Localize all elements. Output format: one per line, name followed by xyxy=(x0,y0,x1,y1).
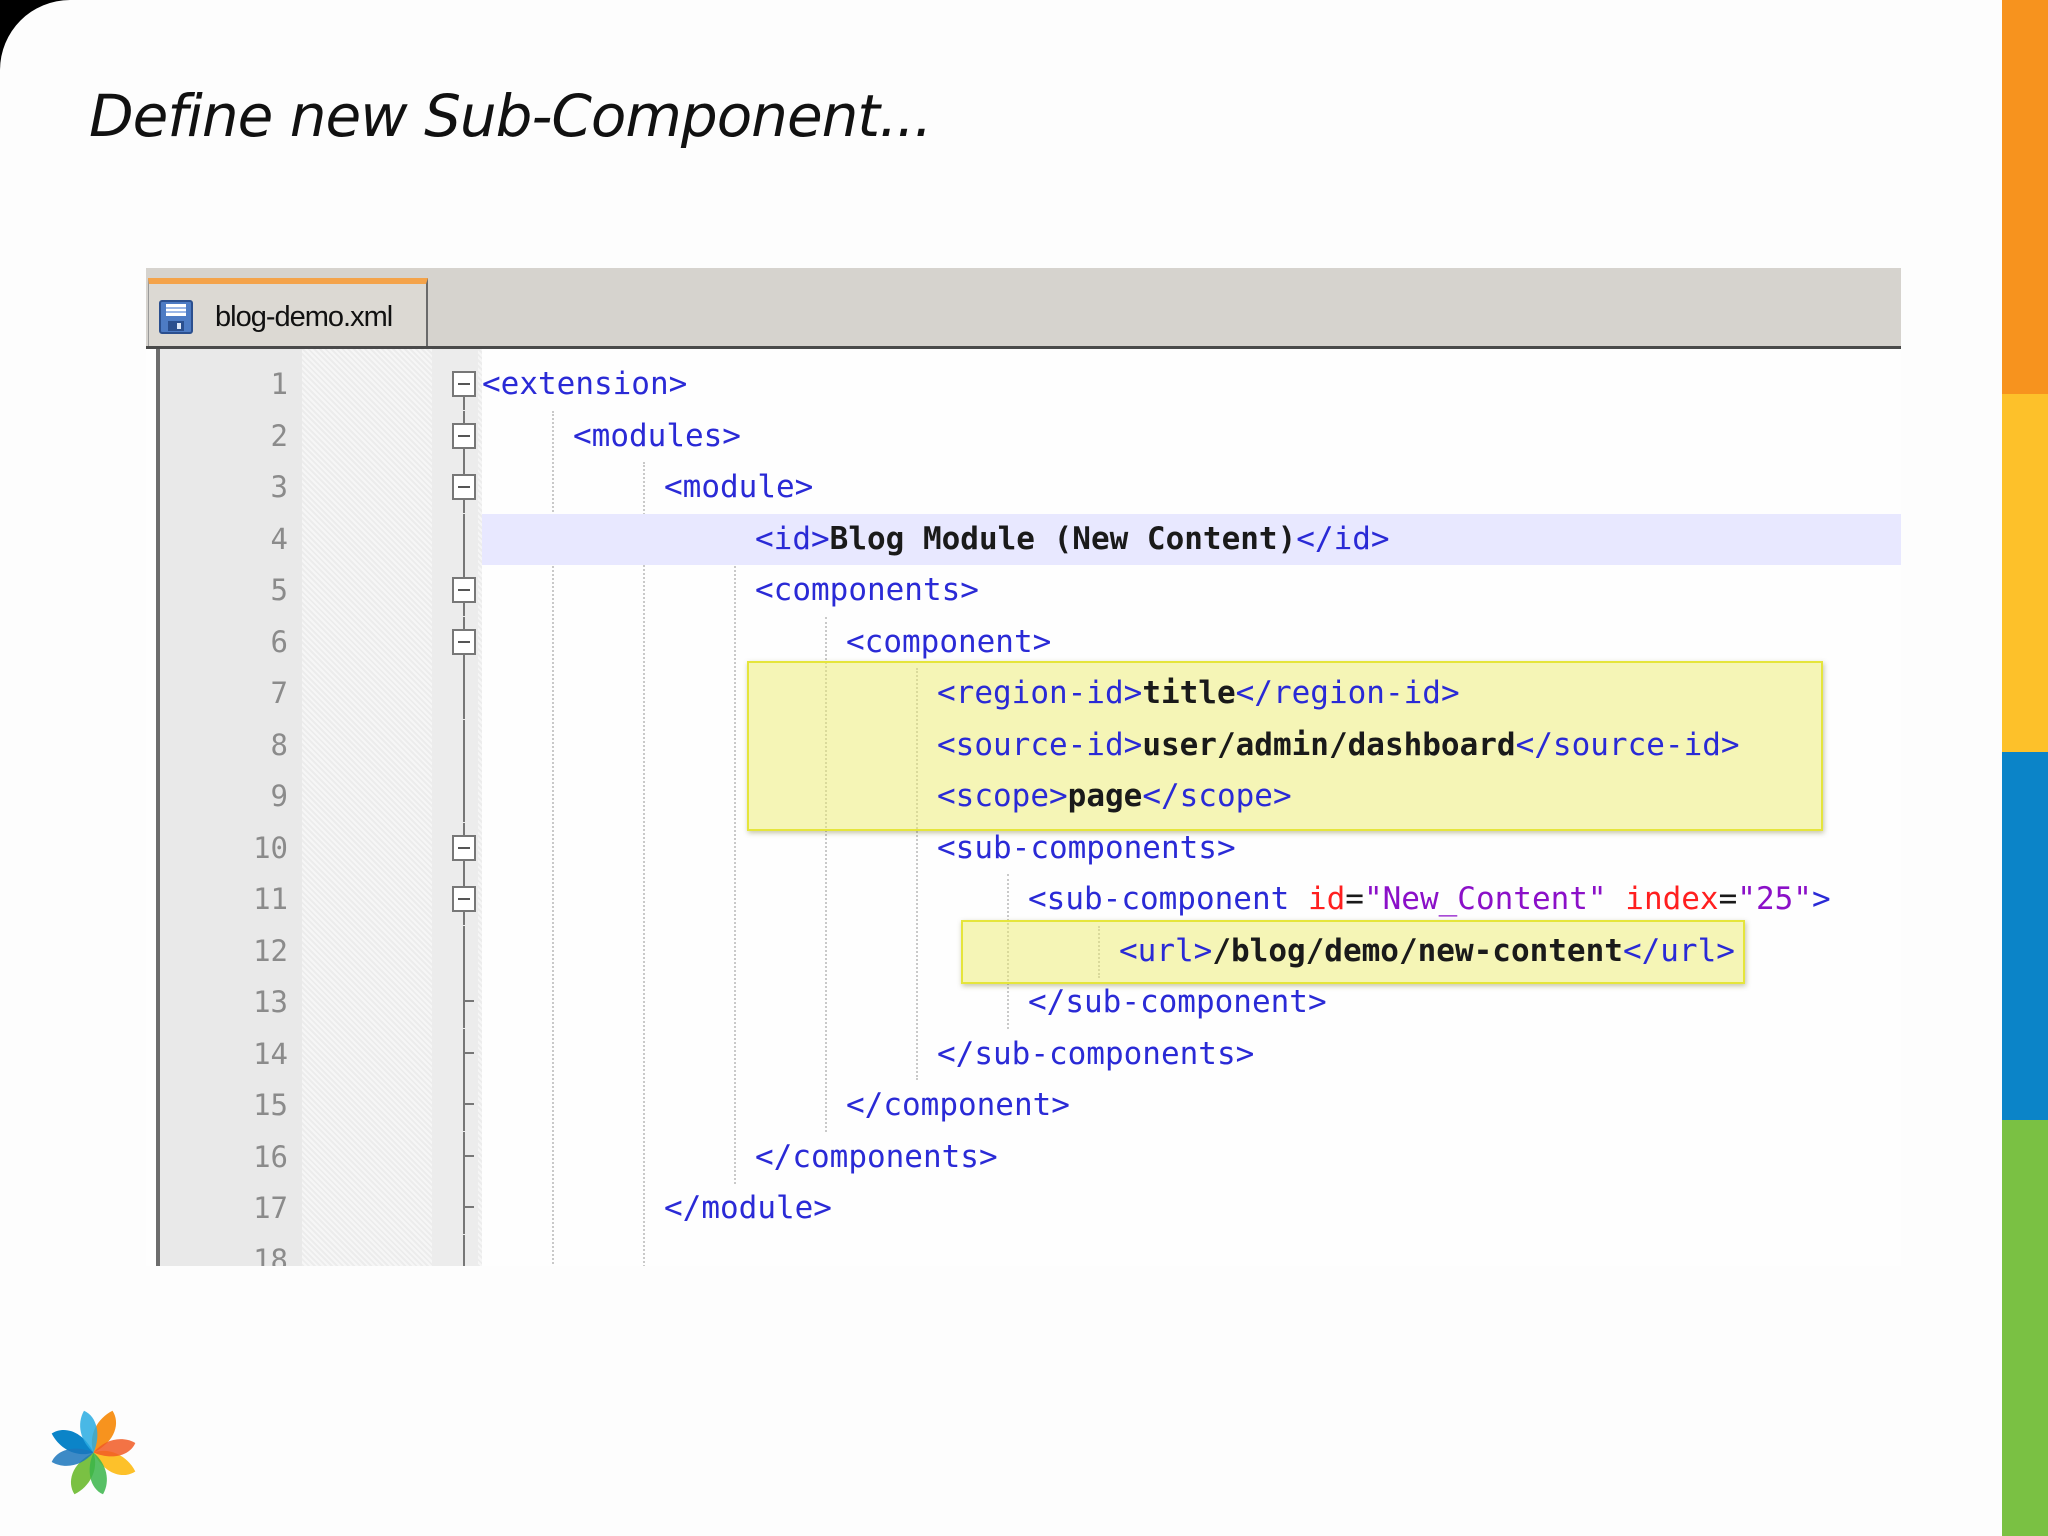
code-line[interactable]: 10 <sub-components> xyxy=(160,823,1901,874)
code-line[interactable]: 16 </components> xyxy=(160,1132,1901,1183)
line-number: 15 xyxy=(253,1088,288,1122)
code-line[interactable]: 18 xyxy=(160,1235,1901,1266)
fold-guide-line xyxy=(463,668,465,719)
line-number: 5 xyxy=(270,573,288,607)
line-number: 9 xyxy=(270,779,288,813)
fold-strip xyxy=(432,349,478,1266)
fold-collapse-icon[interactable] xyxy=(444,359,484,410)
fold-guide-line xyxy=(463,926,465,977)
code-line[interactable]: 17 </module> xyxy=(160,1183,1901,1234)
code-text: <id>Blog Module (New Content)</id> xyxy=(755,521,1390,557)
fold-guide-line xyxy=(463,1132,474,1183)
code-text: <component> xyxy=(846,624,1052,660)
code-text: </sub-components> xyxy=(937,1036,1255,1072)
fold-collapse-icon[interactable] xyxy=(444,874,484,925)
code-line[interactable]: 8 <source-id>user/admin/dashboard</source… xyxy=(160,720,1901,771)
code-line[interactable]: 15 </component> xyxy=(160,1080,1901,1131)
fold-collapse-icon[interactable] xyxy=(444,617,484,668)
code-line[interactable]: 1 <extension> xyxy=(160,359,1901,410)
gutter-border xyxy=(156,349,160,1266)
code-text: </component> xyxy=(846,1087,1070,1123)
code-text: </sub-component> xyxy=(1028,984,1327,1020)
editor-tab-bar: blog-demo.xml xyxy=(146,268,1901,349)
indent-guide xyxy=(825,617,827,1132)
line-number: 12 xyxy=(253,934,288,968)
fold-guide-line xyxy=(463,771,465,822)
indent-guide xyxy=(643,462,645,1266)
file-tab[interactable]: blog-demo.xml xyxy=(148,278,428,346)
line-number: 14 xyxy=(253,1037,288,1071)
code-text: <sub-components> xyxy=(937,830,1236,866)
fold-guide-line xyxy=(463,514,465,565)
brand-stripe-orange xyxy=(2002,0,2048,394)
code-text: <extension> xyxy=(482,366,688,402)
code-line[interactable]: 6 <component> xyxy=(160,617,1901,668)
code-editor: blog-demo.xml 1 <extension> 2 <modules> 3 <mo… xyxy=(146,268,1901,1266)
line-number: 11 xyxy=(253,882,288,916)
line-number: 1 xyxy=(270,367,288,401)
fold-guide-line xyxy=(463,1183,474,1234)
brand-stripe-yellow xyxy=(2002,394,2048,752)
code-text: <components> xyxy=(755,572,979,608)
slide-title: Define new Sub-Component... xyxy=(89,82,932,150)
alfresco-flower-logo xyxy=(51,1410,136,1495)
code-text: </module> xyxy=(664,1190,832,1226)
line-number: 4 xyxy=(270,522,288,556)
code-line[interactable]: 2 <modules> xyxy=(160,411,1901,462)
fold-collapse-icon[interactable] xyxy=(444,462,484,513)
line-number: 17 xyxy=(253,1191,288,1225)
fold-collapse-icon[interactable] xyxy=(444,411,484,462)
line-number: 13 xyxy=(253,985,288,1019)
code-text: <sub-component id="New_Content" index="2… xyxy=(1028,881,1831,917)
highlight-region-source-scope xyxy=(747,661,1823,831)
line-number: 16 xyxy=(253,1140,288,1174)
save-disk-icon xyxy=(159,300,193,334)
brand-stripe-blue xyxy=(2002,752,2048,1120)
file-tab-label: blog-demo.xml xyxy=(215,301,393,333)
line-number: 6 xyxy=(270,625,288,659)
line-number: 3 xyxy=(270,470,288,504)
indent-guide xyxy=(734,514,736,1184)
fold-guide-line xyxy=(463,977,474,1028)
line-number-gutter xyxy=(160,349,302,1266)
line-number: 8 xyxy=(270,728,288,762)
code-text: <region-id>title</region-id> xyxy=(937,675,1460,711)
highlight-url xyxy=(961,920,1745,984)
code-text: <module> xyxy=(664,469,814,505)
code-text: <url>/blog/demo/new-content</url> xyxy=(1119,933,1735,969)
code-line[interactable]: 11 <sub-component id="New_Content" index=… xyxy=(160,874,1901,925)
code-text: </components> xyxy=(755,1139,998,1175)
fold-guide-line xyxy=(463,1029,474,1080)
code-line[interactable]: 3 <module> xyxy=(160,462,1901,513)
code-line[interactable]: 13 </sub-component> xyxy=(160,977,1901,1028)
code-line[interactable]: 12 <url>/blog/demo/new-content</url> xyxy=(160,926,1901,977)
line-number: 10 xyxy=(253,831,288,865)
code-line[interactable]: 9 <scope>page</scope> xyxy=(160,771,1901,822)
brand-stripe-green xyxy=(2002,1120,2048,1536)
line-number: 2 xyxy=(270,419,288,453)
code-text: <modules> xyxy=(573,418,741,454)
fold-guide-line xyxy=(463,720,465,771)
code-text: <source-id>user/admin/dashboard</source-… xyxy=(937,727,1740,763)
fold-guide-line xyxy=(463,1235,465,1266)
fold-guide-line xyxy=(463,1080,474,1131)
indent-guide xyxy=(552,411,554,1266)
fold-collapse-icon[interactable] xyxy=(444,823,484,874)
current-line-highlight xyxy=(482,514,1901,565)
code-text: <scope>page</scope> xyxy=(937,778,1292,814)
code-line[interactable]: 5 <components> xyxy=(160,565,1901,616)
line-number: 18 xyxy=(253,1243,288,1266)
code-line[interactable]: 14 </sub-components> xyxy=(160,1029,1901,1080)
code-line[interactable]: 4 <id>Blog Module (New Content)</id> xyxy=(160,514,1901,565)
line-number: 7 xyxy=(270,676,288,710)
indent-guide xyxy=(916,668,918,1080)
fold-collapse-icon[interactable] xyxy=(444,565,484,616)
code-line[interactable]: 7 <region-id>title</region-id> xyxy=(160,668,1901,719)
